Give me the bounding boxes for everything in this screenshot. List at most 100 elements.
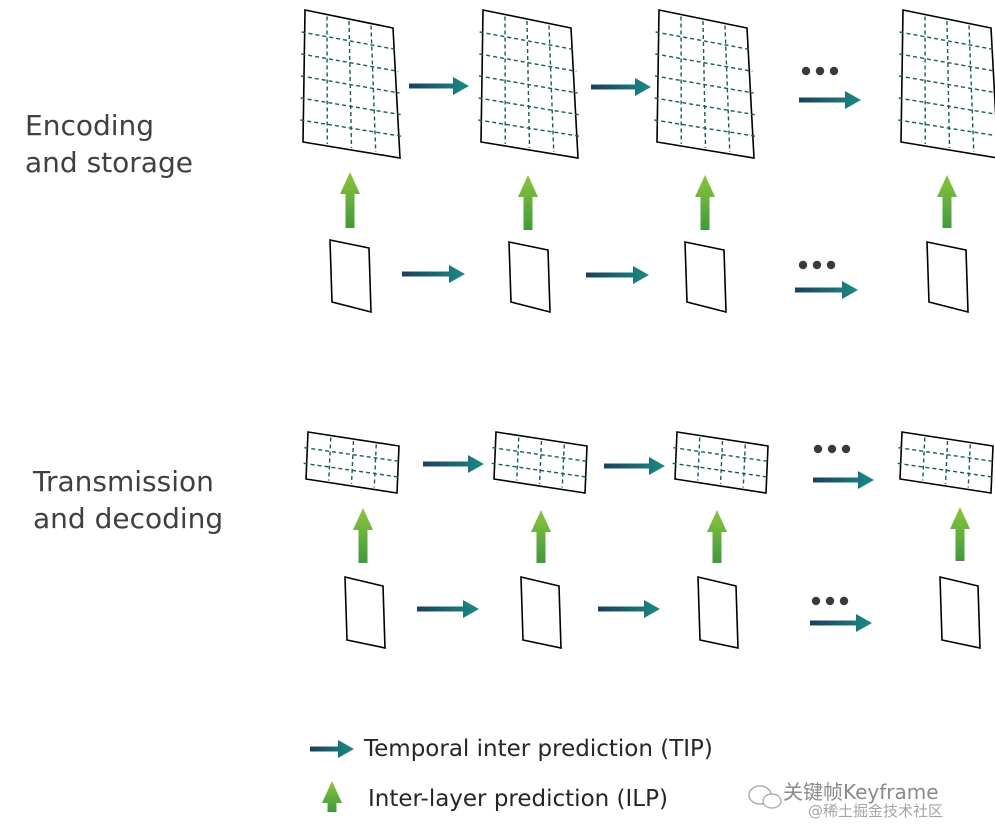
ellipsis-dot [826, 260, 836, 270]
grid-row-line [300, 97, 401, 116]
grid-row-line [655, 53, 753, 73]
grid-row-line [301, 31, 398, 51]
ilp-arrow-bottom-2 [531, 510, 551, 563]
wechat-logo-icon [748, 785, 782, 809]
tip-arrow-shape [402, 265, 465, 283]
grid-row-line [303, 462, 401, 479]
grid-row-line [478, 97, 579, 116]
base-frame-bottom-1 [344, 575, 386, 649]
legend-tip-arrow [310, 740, 354, 758]
tip-arrow-top-base-3 [795, 281, 858, 299]
base-frame-top-3 [684, 241, 727, 314]
tip-arrow-bottom-enh-3 [813, 471, 874, 489]
section-label-encoding-line2: and storage [25, 146, 193, 179]
grid-column-line [922, 437, 926, 481]
enhancement-frame-bottom-2 [491, 431, 590, 494]
ilp-arrow-shape [950, 507, 970, 561]
enhancement-frame-top-4 [898, 9, 995, 159]
grid-column-line [719, 440, 724, 485]
grid-row-line [897, 462, 995, 479]
tip-arrow-shape [310, 740, 354, 758]
tip-arrow-bottom-base-2 [598, 600, 660, 618]
ilp-arrow-shape [937, 175, 957, 228]
legend-ilp-label: Inter-layer prediction (ILP) [368, 786, 668, 812]
grid-row-line [479, 53, 577, 73]
base-frame-bottom-4 [939, 575, 981, 649]
ellipsis-top-base [798, 260, 836, 270]
ellipsis-dot [829, 66, 839, 76]
ellipsis-dot [801, 66, 811, 76]
section-label-transmission-line2: and decoding [33, 502, 224, 535]
legend-ilp-arrow [322, 781, 342, 812]
grid-row-line [899, 53, 995, 72]
grid-column-line [944, 440, 949, 485]
ellipsis-bottom-base [811, 596, 849, 606]
base-frame-top-1 [329, 239, 372, 314]
grid-row-line [479, 31, 576, 51]
ilp-arrow-top-1 [340, 172, 360, 228]
tip-arrow-top-enh-1 [409, 77, 469, 95]
grid-row-line [898, 75, 995, 94]
grid-row-line [898, 446, 995, 463]
tip-arrow-shape [591, 78, 651, 96]
ilp-arrow-top-4 [937, 175, 957, 228]
tip-arrow-shape [417, 600, 479, 618]
enhancement-frame-bottom-4 [897, 431, 995, 494]
tip-arrow-top-base-2 [586, 266, 649, 284]
base-frame-top-4 [926, 241, 969, 314]
ellipsis-dot [827, 444, 837, 454]
tip-arrow-shape [598, 600, 660, 618]
ellipsis-dot [815, 66, 825, 76]
tip-arrow-shape [604, 457, 665, 475]
tip-arrow-shape [799, 91, 861, 109]
tip-arrow-bottom-enh-1 [423, 455, 484, 473]
section-label-encoding: Encoding and storage [25, 107, 193, 181]
ellipsis-dot [812, 260, 822, 270]
tip-arrow-shape [813, 471, 874, 489]
grid-row-line [673, 446, 771, 463]
grid-row-line [654, 119, 756, 138]
grid-row-line [672, 462, 770, 479]
grid-row-line [300, 119, 402, 138]
grid-column-line [561, 444, 565, 488]
tip-arrow-bottom-base-1 [417, 600, 479, 618]
ilp-arrow-shape [531, 510, 551, 563]
ilp-arrow-shape [353, 508, 373, 563]
section-label-encoding-line1: Encoding [25, 109, 155, 142]
tip-arrow-shape [409, 77, 469, 95]
grid-column-line [373, 444, 377, 488]
ellipsis-dot [798, 260, 808, 270]
ellipsis-dot [841, 444, 851, 454]
grid-row-line [898, 97, 995, 115]
grid-row-line [304, 446, 402, 463]
grid-row-line [478, 75, 578, 94]
base-frame-bottom-2 [520, 575, 562, 649]
tip-arrow-shape [810, 614, 872, 632]
ellipsis-dot [825, 596, 835, 606]
ilp-arrow-bottom-3 [707, 510, 727, 563]
grid-row-line [655, 31, 752, 51]
grid-column-line [697, 437, 701, 481]
grid-row-line [301, 53, 399, 73]
tip-arrow-bottom-base-3 [810, 614, 872, 632]
grid-column-line [516, 437, 520, 481]
ilp-arrow-bottom-1 [353, 508, 373, 563]
ellipsis-top-enh [801, 66, 839, 76]
enhancement-frame-bottom-1 [303, 431, 402, 494]
base-frame-top-2 [508, 241, 551, 314]
enhancement-frame-top-3 [654, 9, 756, 159]
tip-arrow-shape [586, 266, 649, 284]
tip-arrow-top-enh-2 [591, 78, 651, 96]
tip-arrow-top-enh-3 [799, 91, 861, 109]
ellipsis-dot [811, 596, 821, 606]
enhancement-frame-top-1 [300, 9, 402, 159]
tip-arrow-top-base-1 [402, 265, 465, 283]
enhancement-frame-top-2 [478, 9, 580, 159]
tip-arrow-shape [423, 455, 484, 473]
ilp-arrow-shape [322, 781, 342, 812]
watermark-title: 关键帧Keyframe [783, 780, 939, 804]
ellipsis-bottom-enh [813, 444, 851, 454]
ellipsis-dot [813, 444, 823, 454]
ilp-arrow-top-3 [695, 175, 715, 230]
